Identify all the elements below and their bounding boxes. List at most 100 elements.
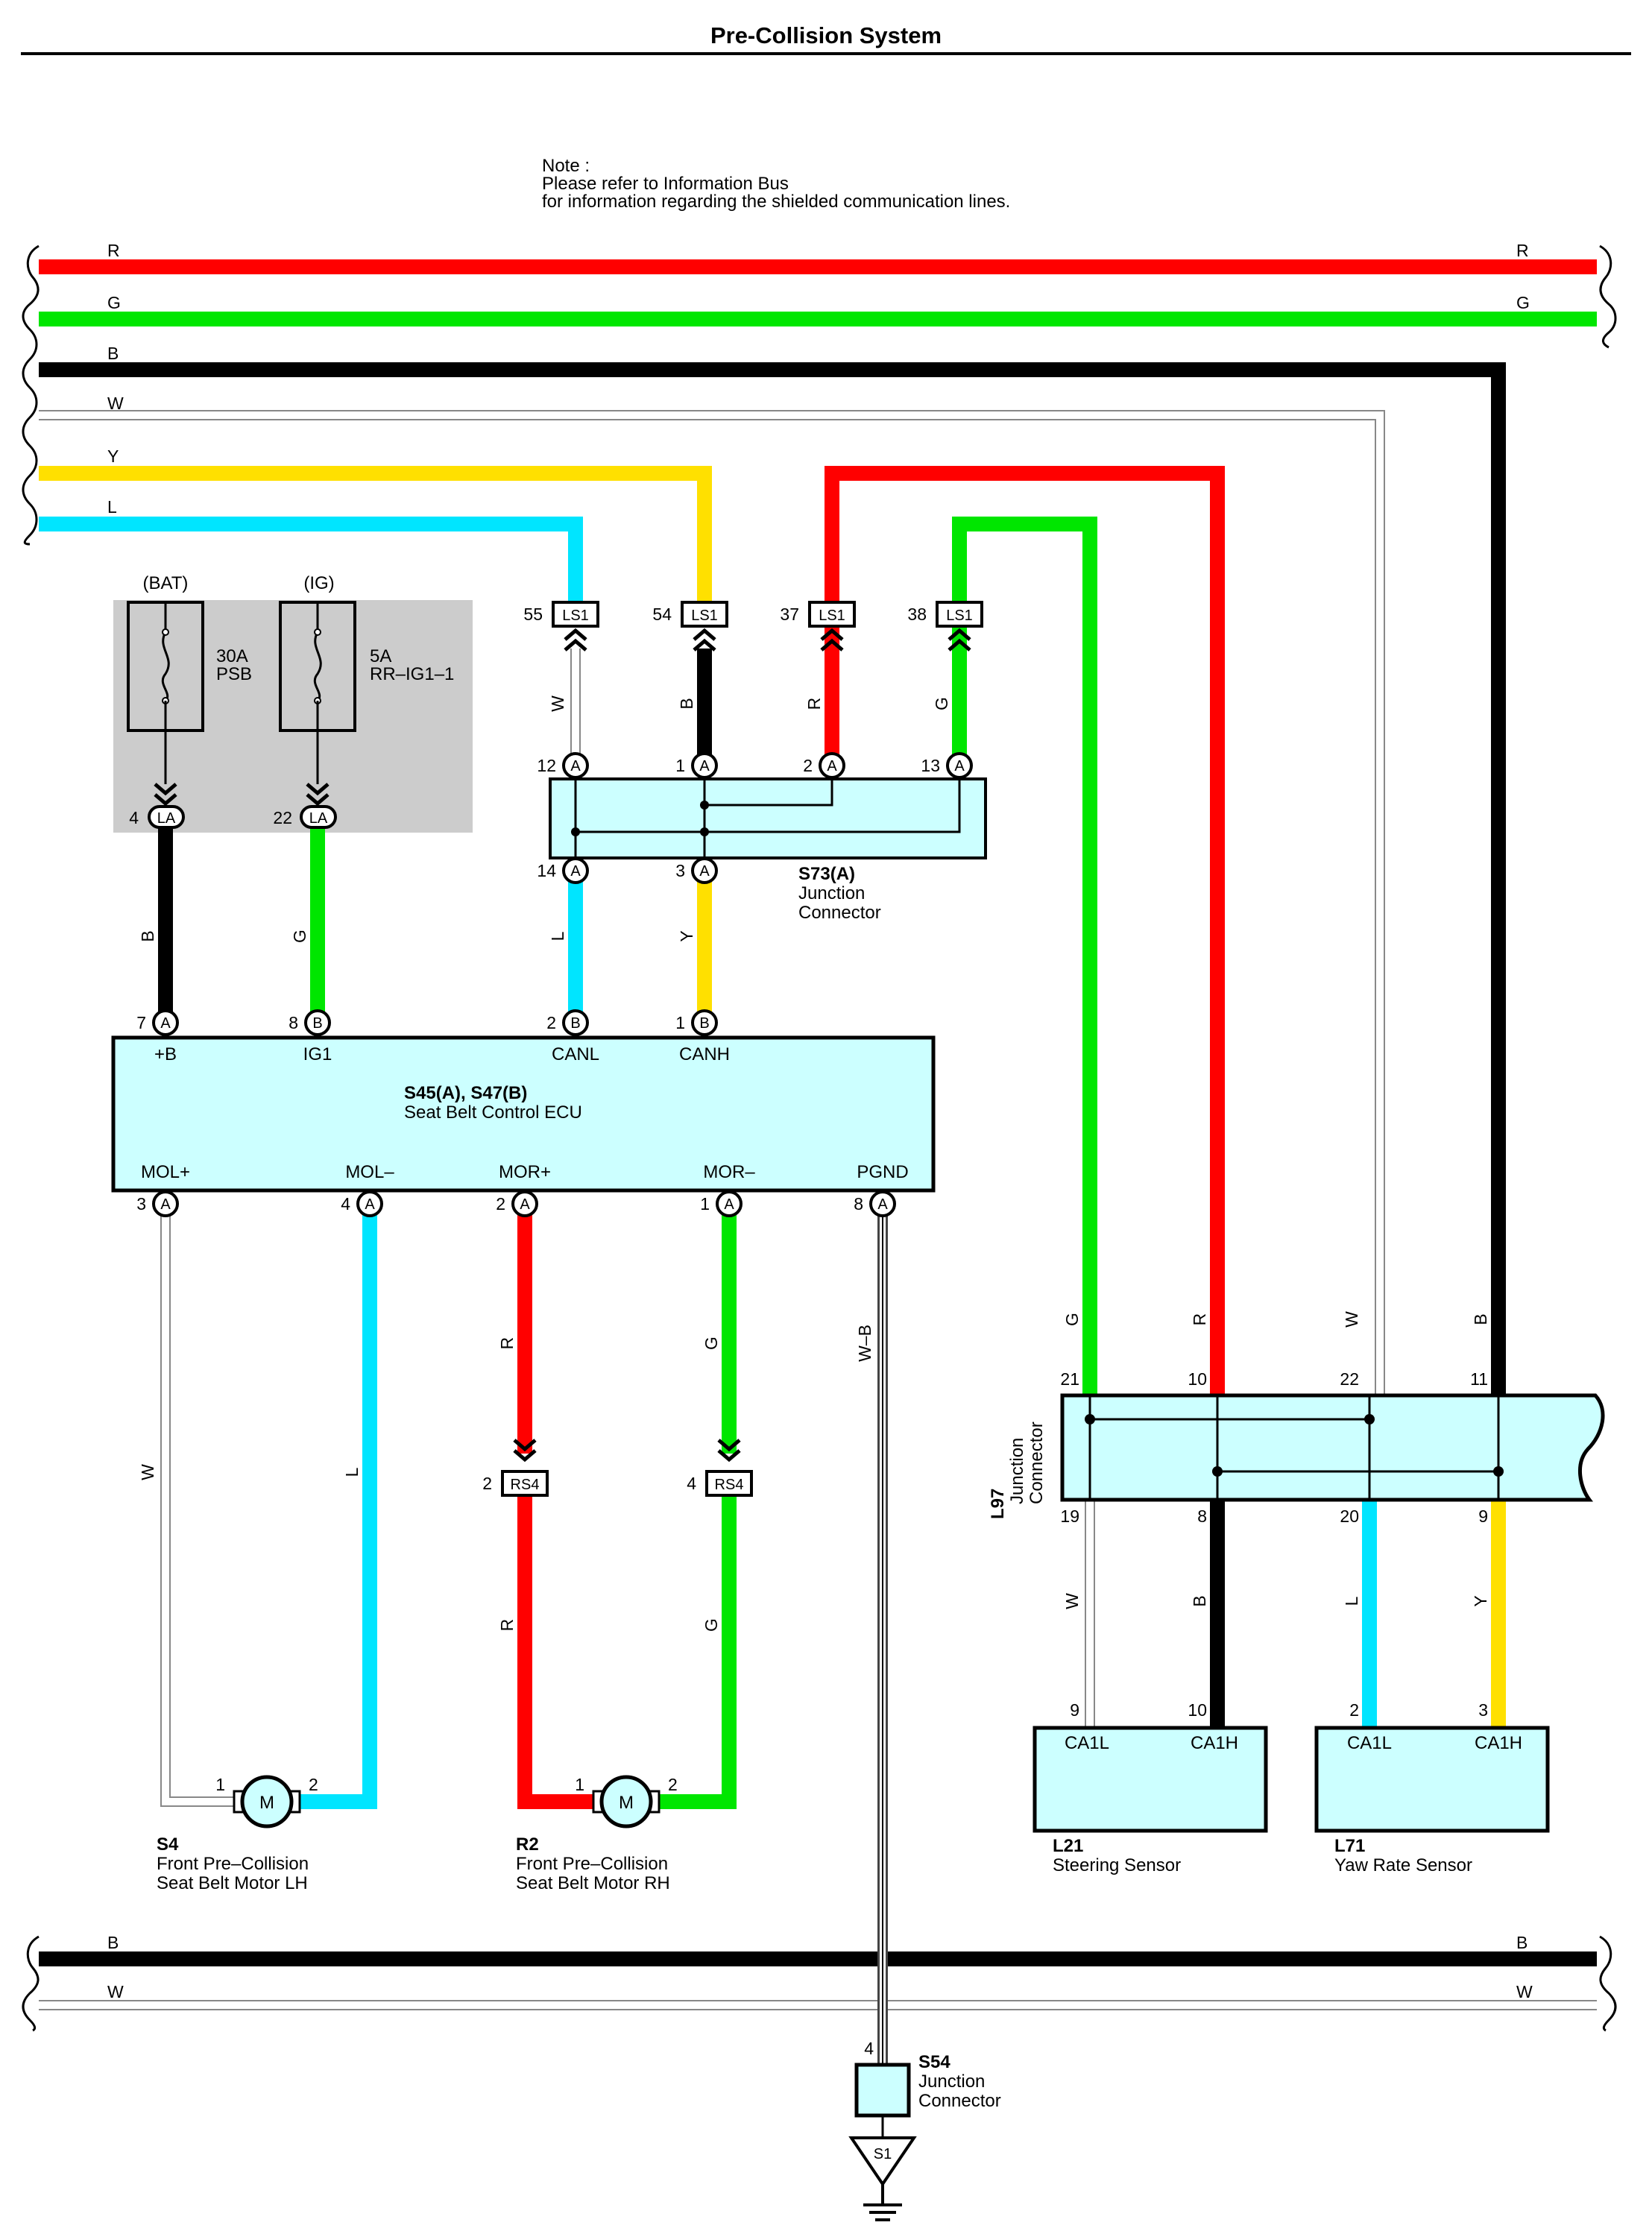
svg-text:B: B: [1471, 1313, 1490, 1325]
svg-text:38: 38: [907, 605, 927, 624]
svg-text:G: G: [932, 697, 951, 710]
svg-text:Y: Y: [107, 447, 119, 466]
svg-text:A: A: [724, 1196, 734, 1213]
svg-text:8: 8: [289, 1013, 298, 1032]
page-title: Pre-Collision System: [710, 22, 942, 48]
svg-text:A: A: [570, 758, 581, 774]
svg-text:S73(A): S73(A): [798, 864, 855, 884]
svg-text:L: L: [342, 1467, 362, 1477]
svg-text:A: A: [699, 758, 710, 774]
svg-text:Seat Belt Control ECU: Seat Belt Control ECU: [404, 1102, 582, 1123]
wire-R-to-L97: [825, 466, 1225, 1395]
svg-text:55: 55: [523, 605, 543, 624]
svg-text:PGND: PGND: [857, 1162, 908, 1182]
svg-text:7: 7: [136, 1013, 146, 1032]
ls1-connectors: LS1 55 W LS1 54 B LS1 37 R LS1 38 G: [523, 601, 983, 760]
svg-text:21: 21: [1060, 1369, 1079, 1389]
svg-text:Junction: Junction: [798, 883, 865, 903]
svg-text:IG1: IG1: [303, 1044, 332, 1064]
svg-text:CA1H: CA1H: [1475, 1733, 1522, 1753]
svg-text:Junction: Junction: [918, 2072, 985, 2092]
svg-text:A: A: [160, 1015, 171, 1032]
svg-text:A: A: [827, 758, 837, 774]
bottom-bus: B W B W: [22, 1933, 1617, 2065]
bus-wire-Y: [39, 466, 712, 608]
svg-text:Please refer to Information Bu: Please refer to Information Bus: [542, 174, 789, 194]
svg-text:L71: L71: [1334, 1836, 1365, 1856]
svg-text:37: 37: [780, 605, 799, 624]
svg-text:CANL: CANL: [552, 1044, 599, 1064]
svg-text:Front Pre–Collision: Front Pre–Collision: [516, 1854, 668, 1874]
svg-text:LS1: LS1: [946, 608, 973, 624]
svg-text:8: 8: [854, 1194, 863, 1214]
svg-text:30A: 30A: [216, 646, 248, 666]
ground-s1-icon: S1: [848, 2136, 917, 2221]
svg-text:12: 12: [537, 756, 556, 775]
svg-text:1: 1: [675, 756, 685, 775]
svg-text:Seat Belt Motor LH: Seat Belt Motor LH: [157, 1873, 308, 1893]
svg-text:20: 20: [1340, 1506, 1359, 1526]
fuse-box: (BAT) 30A PSB (IG) 5A RR–IG1–1: [113, 573, 473, 833]
svg-text:G: G: [1062, 1313, 1082, 1326]
svg-text:B: B: [138, 930, 157, 941]
svg-text:(BAT): (BAT): [143, 573, 189, 593]
svg-text:2: 2: [546, 1013, 556, 1032]
svg-text:2: 2: [1349, 1700, 1359, 1720]
ecu-pin-b-plus: A 7 +B: [136, 1009, 179, 1064]
svg-text:22: 22: [1340, 1369, 1359, 1389]
svg-text:A: A: [160, 1196, 171, 1213]
svg-text:Y: Y: [1471, 1595, 1490, 1606]
note: Note : Please refer to Information Bus f…: [542, 156, 1010, 212]
bus-wire-B: [39, 362, 1506, 1395]
ls1-pin-38: LS1 38 G: [907, 601, 983, 710]
svg-text:S1: S1: [874, 2146, 892, 2162]
svg-text:5A: 5A: [370, 646, 391, 666]
svg-text:LS1: LS1: [562, 608, 589, 624]
svg-text:B: B: [107, 1933, 119, 1952]
svg-text:4: 4: [864, 2039, 874, 2058]
l97-junction-connector: G R W B 21 10 22 11 19 8 20 9 W B L Y L9…: [988, 1311, 1605, 1728]
ls1-pin-37: LS1 37 R: [780, 601, 856, 710]
fuse-psb: (BAT) 30A PSB: [127, 573, 252, 784]
svg-text:S45(A), S47(B): S45(A), S47(B): [404, 1083, 527, 1103]
fuse-rr-ig1-1: (IG) 5A RR–IG1–1: [279, 573, 454, 784]
svg-text:S4: S4: [157, 1834, 179, 1855]
svg-text:LA: LA: [309, 810, 328, 827]
ls1-pin-54: LS1 54 B: [652, 601, 728, 710]
svg-text:Seat Belt Motor RH: Seat Belt Motor RH: [516, 1873, 670, 1893]
svg-text:A: A: [877, 1196, 888, 1213]
svg-text:(IG): (IG): [303, 573, 334, 593]
svg-text:R: R: [804, 698, 824, 710]
svg-text:1: 1: [700, 1194, 710, 1214]
svg-text:B: B: [570, 1015, 580, 1032]
svg-text:22: 22: [273, 808, 292, 827]
svg-text:L: L: [548, 931, 567, 941]
svg-text:W: W: [138, 1464, 157, 1480]
svg-text:Note :: Note :: [542, 156, 590, 176]
bus-break-left: [22, 244, 40, 546]
svg-text:2: 2: [668, 1775, 678, 1794]
rs4-connector-4: RS4 4: [687, 1439, 753, 1497]
bus-wire-W: [39, 411, 1384, 1395]
svg-text:L: L: [107, 497, 117, 517]
svg-text:G: G: [702, 1618, 721, 1632]
svg-text:RR–IG1–1: RR–IG1–1: [370, 664, 454, 684]
ecu-pin-mol-plus: A 3: [136, 1190, 179, 1217]
svg-text:1: 1: [215, 1775, 225, 1794]
svg-text:R: R: [1516, 241, 1529, 260]
svg-text:Yaw Rate Sensor: Yaw Rate Sensor: [1334, 1855, 1472, 1875]
ecu-pin-mor-minus: A 1: [700, 1190, 743, 1217]
svg-text:4: 4: [687, 1474, 696, 1493]
svg-text:R: R: [107, 241, 120, 260]
bus-wire-L: [39, 517, 583, 608]
svg-text:W: W: [107, 394, 124, 413]
bus-break-right: [1599, 244, 1617, 349]
svg-text:for information regarding the: for information regarding the shielded c…: [542, 192, 1010, 212]
svg-text:A: A: [570, 863, 581, 880]
svg-text:B: B: [107, 344, 119, 363]
motor-rh: M 1 2 R2 Front Pre–Collision Seat Belt M…: [516, 1775, 678, 1893]
yaw-rate-sensor: 2 3 CA1L CA1H L71 Yaw Rate Sensor: [1314, 1700, 1550, 1875]
ecu-pin-canh: B 1 CANH: [675, 1009, 730, 1064]
svg-text:Junction: Junction: [1007, 1438, 1027, 1504]
svg-text:MOR–: MOR–: [703, 1162, 755, 1182]
